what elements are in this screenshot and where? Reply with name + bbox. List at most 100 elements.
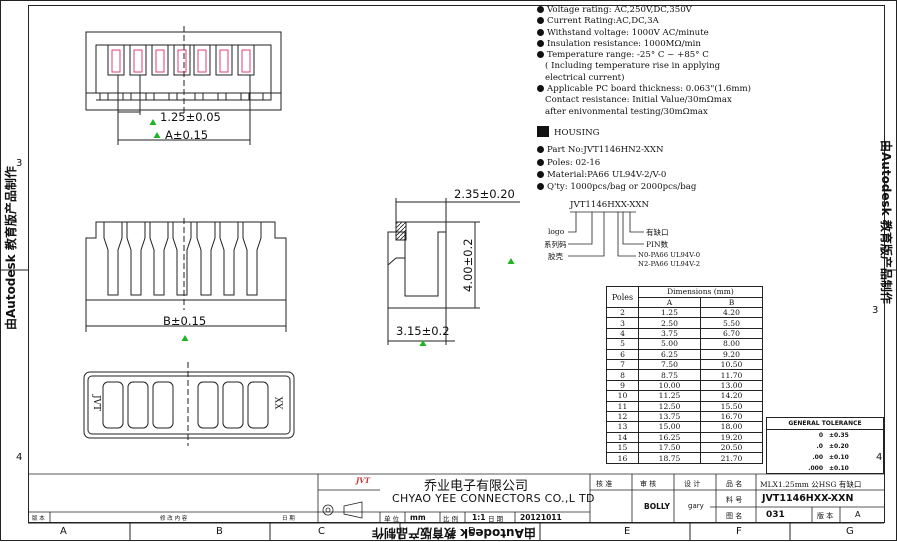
front-cell <box>242 222 262 296</box>
unit: mm <box>410 513 426 522</box>
part-code-notch: 有缺口 <box>646 228 669 237</box>
bottom-slot <box>222 381 244 429</box>
green-marker-icon <box>419 340 427 346</box>
dim-b-cell: 8.00 <box>700 338 763 350</box>
date: 20121011 <box>520 513 562 522</box>
grid-column-label: C <box>318 526 325 537</box>
front-cell <box>149 222 169 296</box>
dim-a-cell: 3.75 <box>638 327 701 340</box>
part-code-pin: PIN数 <box>646 240 669 249</box>
scale: 1:1 <box>472 513 486 522</box>
rev-label: 版 本 <box>32 516 45 522</box>
dim-b-cell: 16.70 <box>700 410 763 423</box>
poles-cell: 16 <box>606 452 639 464</box>
spec-insulation: Insulation resistance: 1000MΩ/min <box>547 38 701 49</box>
front-cell <box>219 222 239 296</box>
general-tolerance: GENERAL TOLERANCE 0±0.35.0±0.20.00±0.10.… <box>766 417 884 474</box>
tolerance-level: .0 <box>816 443 823 450</box>
poles-cell: 11 <box>606 400 639 412</box>
dim-a-cell: 6.25 <box>638 348 701 360</box>
spec-current: Current Rating:AC,DC,3A <box>547 16 659 27</box>
poles-cell: 10 <box>606 390 639 402</box>
dim-b-cell: 21.70 <box>700 452 763 464</box>
bullet-icon <box>537 6 544 13</box>
bullet-icon <box>537 158 544 166</box>
dims-header: Dimensions (mm) <box>638 286 763 298</box>
tolerance-row: .0±0.20 <box>767 441 883 452</box>
poles-cell: 9 <box>606 379 639 392</box>
grid-row-right-3: 3 <box>872 305 879 316</box>
product-name-label: 品 名 <box>726 480 743 488</box>
grid-row-left-3: 3 <box>16 158 23 169</box>
spec-voltage: Voltage rating: AC,250V,DC,350V <box>547 5 692 15</box>
rev-content: 修 改 内 容 <box>160 516 188 522</box>
dim-b-cell: 14.20 <box>700 390 763 402</box>
dim-a-cell: 10.00 <box>638 379 701 392</box>
reviewer: BOLLY <box>644 502 670 511</box>
bottom-view <box>83 362 295 446</box>
part-no: JVT1146HXX-XXN <box>762 493 854 504</box>
product-name: MLX1.25mm 公HSG 有缺口 <box>760 480 862 489</box>
tolerance-level: .00 <box>812 454 823 461</box>
top-pin <box>129 44 147 76</box>
front-cell <box>196 222 216 296</box>
poles-cell: 12 <box>606 410 639 423</box>
dim-a-cell: 5.00 <box>638 338 701 350</box>
spec-temp-note-2: electrical current) <box>545 72 625 83</box>
dim-b-cell: 19.20 <box>700 431 763 444</box>
poles-cell: 4 <box>606 327 639 340</box>
tolerance-title: GENERAL TOLERANCE <box>767 418 883 430</box>
dim-a-cell: 12.50 <box>638 400 701 412</box>
top-tab <box>145 92 155 101</box>
version-label: 版 本 <box>817 512 834 520</box>
part-code-logo: logo <box>548 227 565 236</box>
part-code-series: 系列码 <box>544 240 567 249</box>
bottom-slot <box>152 381 174 429</box>
review-label: 审 核 <box>640 480 657 488</box>
top-tab <box>99 92 109 101</box>
top-tab <box>262 92 272 101</box>
drawing-no: 031 <box>766 510 785 520</box>
dim-b-cell: 18.00 <box>700 421 763 433</box>
top-tab <box>194 92 204 101</box>
part-code-n0: N0-PA66 UL94V-0 <box>638 251 701 259</box>
design-label: 设 计 <box>684 480 701 488</box>
unit-label: 单 位 <box>384 515 400 523</box>
specifications: Voltage rating: AC,250V,DC,350V Current … <box>537 5 751 193</box>
grid-column-label: F <box>736 526 742 537</box>
dim-b-cell: 9.20 <box>700 348 763 360</box>
a-dimension: A±0.15 <box>165 128 209 142</box>
top-pin <box>237 44 255 76</box>
spec-temp-note-1: ( Including temperature rise in applying <box>545 61 721 72</box>
poles-cell: 3 <box>606 317 639 329</box>
width-dimension: 2.35±0.20 <box>454 187 515 201</box>
spec-pcb: Applicable PC board thickness: 0.063"(1.… <box>547 84 751 95</box>
poles-cell: 15 <box>606 442 639 454</box>
tolerance-value: ±0.35 <box>829 432 849 439</box>
bullet-icon <box>537 146 544 154</box>
dim-a-cell: 17.50 <box>638 442 701 454</box>
top-tab <box>122 92 132 101</box>
approve-label: 核 准 <box>596 480 613 488</box>
version: A <box>855 510 861 519</box>
tolerance-row: 0 ±0.35 <box>767 430 883 441</box>
front-cell <box>126 222 146 296</box>
side-view <box>387 198 520 345</box>
green-markers <box>149 119 515 346</box>
poles-cell: 2 <box>606 306 639 319</box>
spec-housing: HOUSING <box>554 127 600 138</box>
xx-mark: XX <box>275 396 286 410</box>
dim-b-cell: 4.20 <box>700 306 763 319</box>
top-tab <box>217 92 227 101</box>
tolerance-level: 0 <box>818 432 823 439</box>
bullet-icon <box>537 17 544 25</box>
top-pin <box>215 44 233 76</box>
